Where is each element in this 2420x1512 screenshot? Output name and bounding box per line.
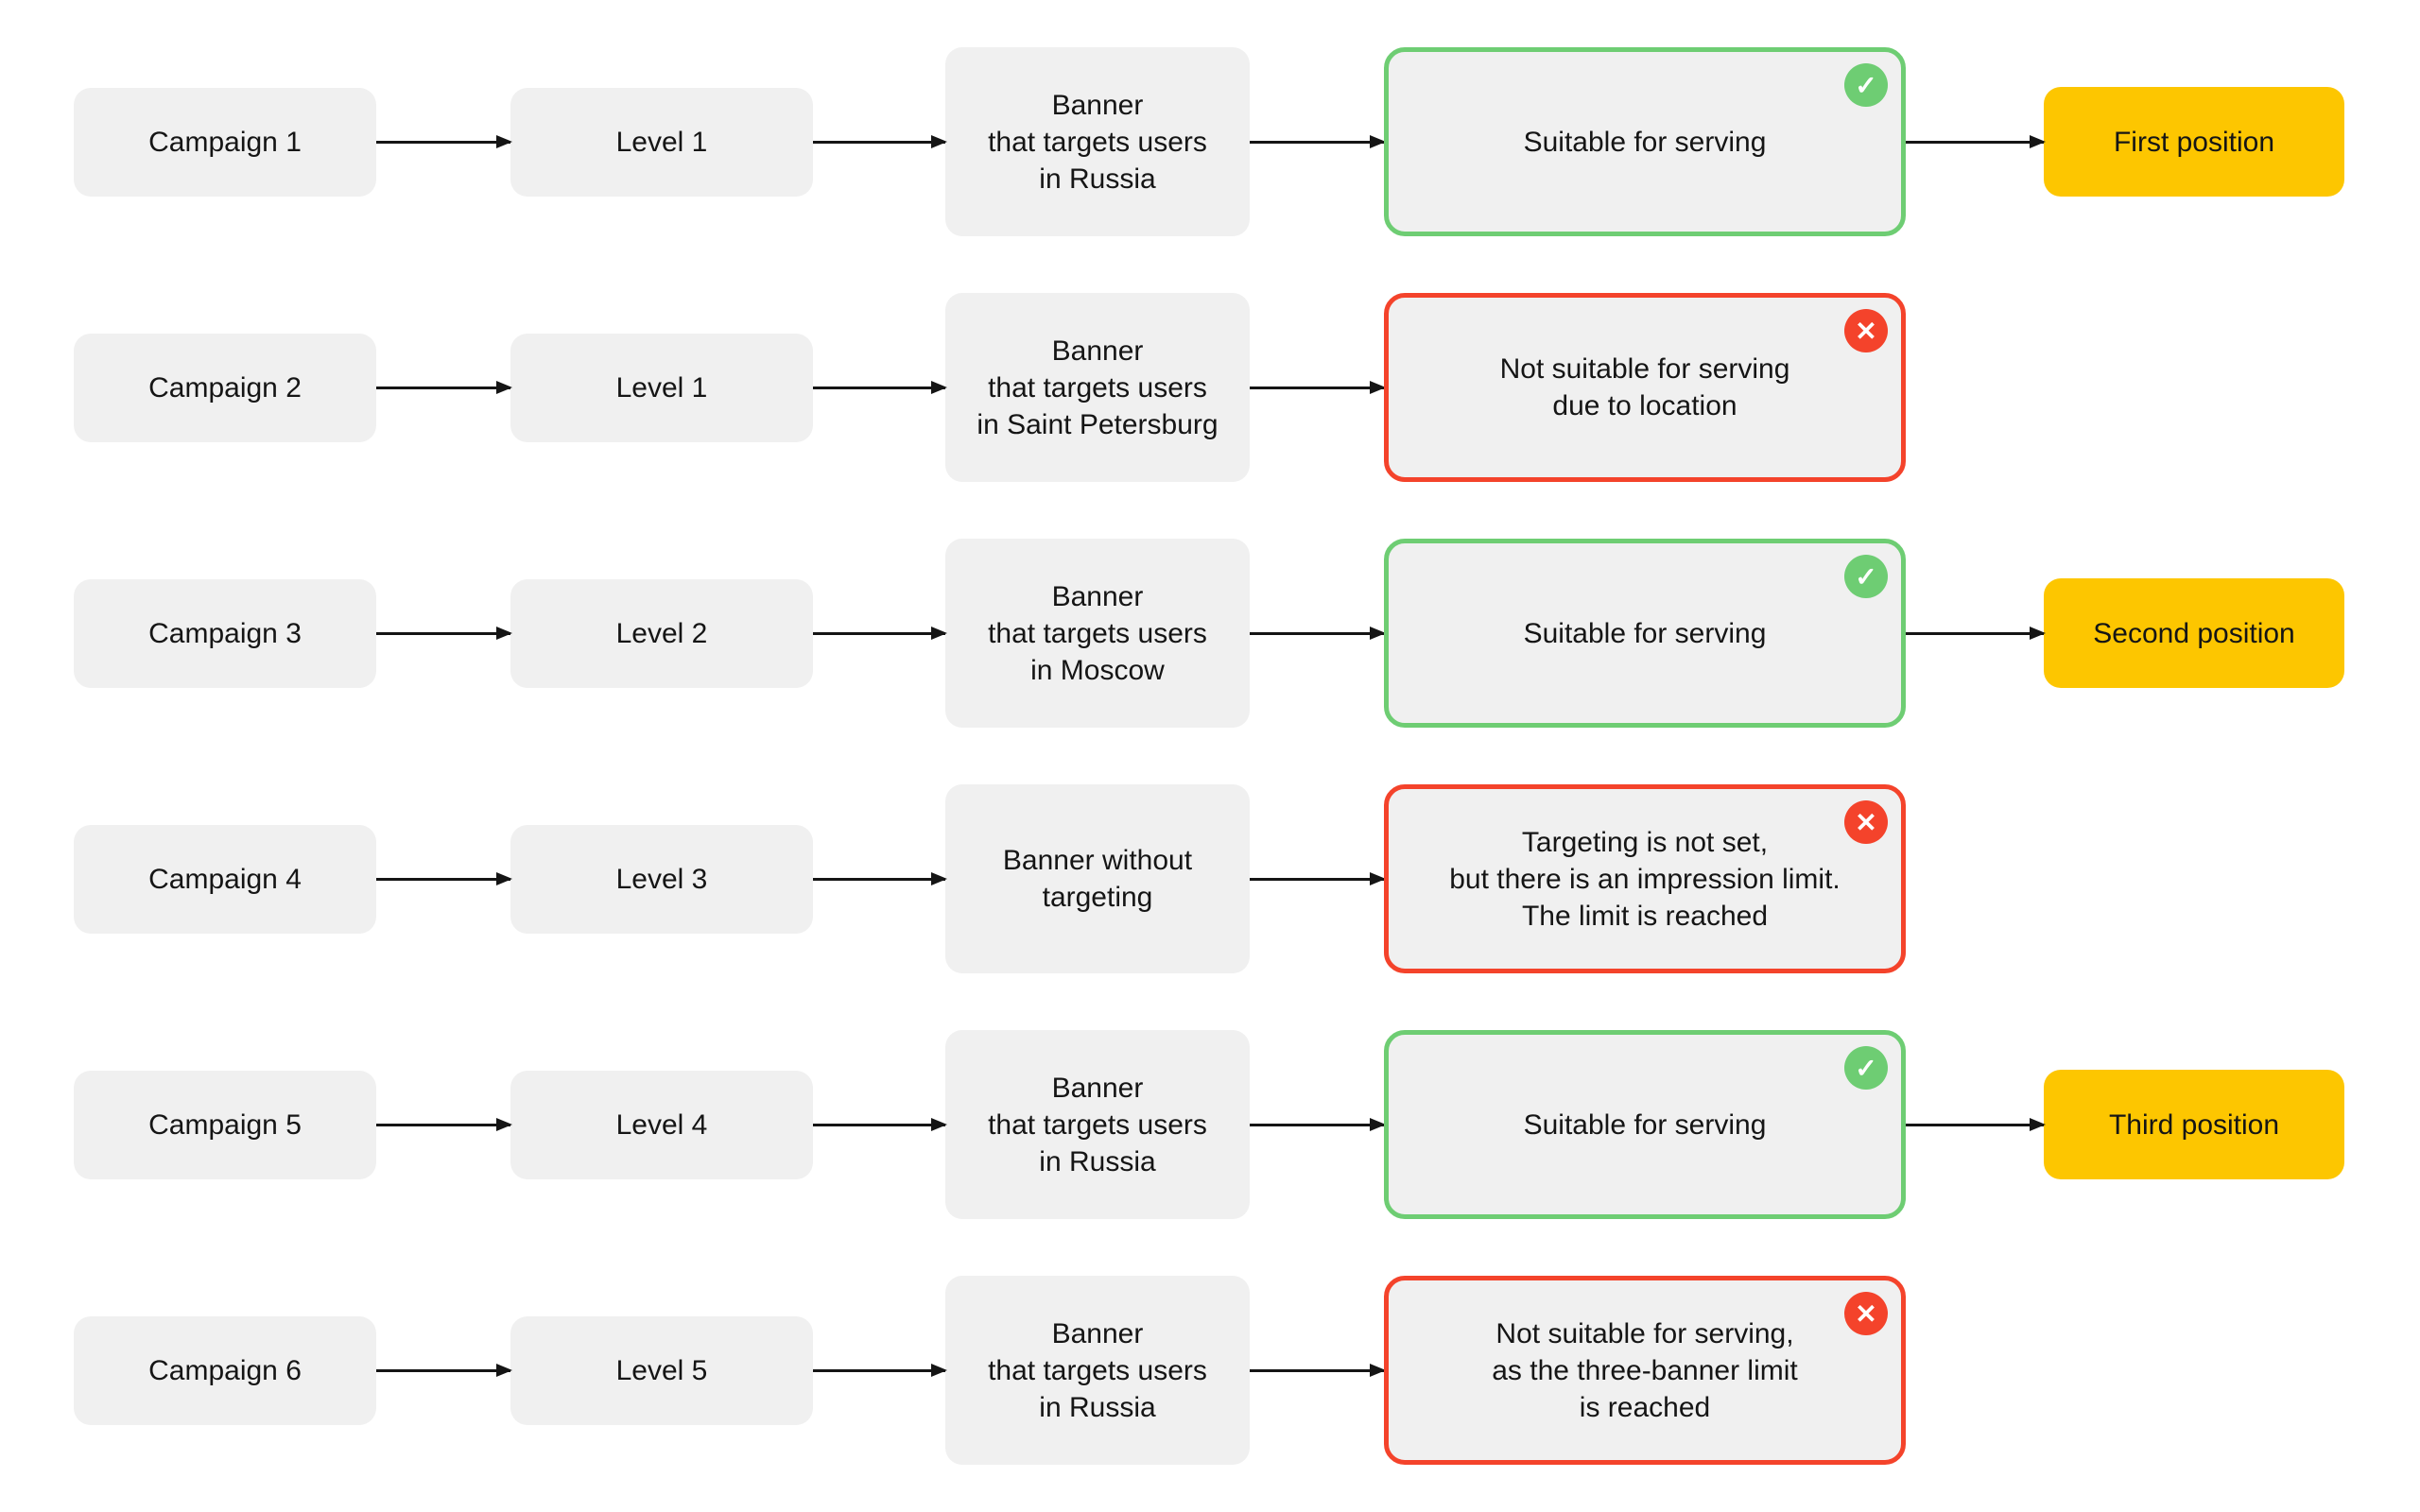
cross-icon: ✕ <box>1844 1292 1888 1335</box>
flow-arrow <box>1250 1368 1384 1372</box>
campaign-box: Campaign 2 <box>74 333 376 442</box>
flow-arrow <box>1906 140 2044 144</box>
check-icon: ✓ <box>1844 1046 1888 1090</box>
flow-arrow <box>376 877 510 881</box>
level-box: Level 1 <box>510 87 813 197</box>
flow-row-campaign-1: Campaign 1 Level 1 Banner that targets u… <box>74 19 2344 265</box>
status-text: Suitable for serving <box>1523 617 1767 649</box>
flow-arrow <box>1250 631 1384 635</box>
position-box: First position <box>2044 87 2344 197</box>
flow-arrow <box>1250 386 1384 389</box>
flow-row-campaign-6: Campaign 6 Level 5 Banner that targets u… <box>74 1247 2344 1493</box>
status-text: Not suitable for serving due to location <box>1499 353 1790 421</box>
campaign-box: Campaign 1 <box>74 87 376 197</box>
banner-box: Banner that targets users in Moscow <box>945 539 1250 728</box>
flow-arrow <box>1906 1123 2044 1126</box>
flow-arrow <box>376 1123 510 1126</box>
flow-arrow <box>1250 1123 1384 1126</box>
level-box: Level 2 <box>510 578 813 688</box>
campaign-box: Campaign 4 <box>74 824 376 934</box>
banner-box: Banner that targets users in Russia <box>945 1030 1250 1219</box>
status-text: Suitable for serving <box>1523 126 1767 158</box>
level-box: Level 3 <box>510 824 813 934</box>
status-box: Targeting is not set, but there is an im… <box>1384 784 1906 973</box>
flow-arrow <box>813 140 945 144</box>
position-box: Third position <box>2044 1070 2344 1179</box>
status-box: Suitable for serving ✓ <box>1384 1030 1906 1219</box>
flow-arrow <box>376 386 510 389</box>
status-box: Not suitable for serving due to location… <box>1384 293 1906 482</box>
banner-box: Banner without targeting <box>945 784 1250 973</box>
campaign-box: Campaign 6 <box>74 1315 376 1425</box>
position-box: Second position <box>2044 578 2344 688</box>
cross-icon: ✕ <box>1844 800 1888 844</box>
flow-arrow <box>1250 140 1384 144</box>
flow-row-campaign-5: Campaign 5 Level 4 Banner that targets u… <box>74 1002 2344 1247</box>
flow-arrow <box>1250 877 1384 881</box>
status-box: Suitable for serving ✓ <box>1384 539 1906 728</box>
flow-arrow <box>813 1123 945 1126</box>
campaign-box: Campaign 5 <box>74 1070 376 1179</box>
status-text: Suitable for serving <box>1523 1108 1767 1141</box>
flow-arrow <box>376 631 510 635</box>
level-box: Level 4 <box>510 1070 813 1179</box>
flow-arrow <box>376 1368 510 1372</box>
campaign-box: Campaign 3 <box>74 578 376 688</box>
flow-arrow <box>1906 631 2044 635</box>
flow-arrow <box>813 631 945 635</box>
flow-arrow <box>813 1368 945 1372</box>
flow-arrow <box>813 877 945 881</box>
banner-box: Banner that targets users in Russia <box>945 1276 1250 1465</box>
flow-arrow <box>813 386 945 389</box>
level-box: Level 1 <box>510 333 813 442</box>
status-text: Targeting is not set, but there is an im… <box>1449 826 1841 932</box>
banner-box: Banner that targets users in Russia <box>945 47 1250 236</box>
flow-row-campaign-2: Campaign 2 Level 1 Banner that targets u… <box>74 265 2344 510</box>
level-box: Level 5 <box>510 1315 813 1425</box>
flow-row-campaign-4: Campaign 4 Level 3 Banner without target… <box>74 756 2344 1002</box>
banner-box: Banner that targets users in Saint Peter… <box>945 293 1250 482</box>
status-box: Suitable for serving ✓ <box>1384 47 1906 236</box>
status-box: Not suitable for serving, as the three-b… <box>1384 1276 1906 1465</box>
status-text: Not suitable for serving, as the three-b… <box>1492 1317 1798 1423</box>
check-icon: ✓ <box>1844 63 1888 107</box>
flow-row-campaign-3: Campaign 3 Level 2 Banner that targets u… <box>74 510 2344 756</box>
cross-icon: ✕ <box>1844 309 1888 352</box>
flow-arrow <box>376 140 510 144</box>
check-icon: ✓ <box>1844 555 1888 598</box>
